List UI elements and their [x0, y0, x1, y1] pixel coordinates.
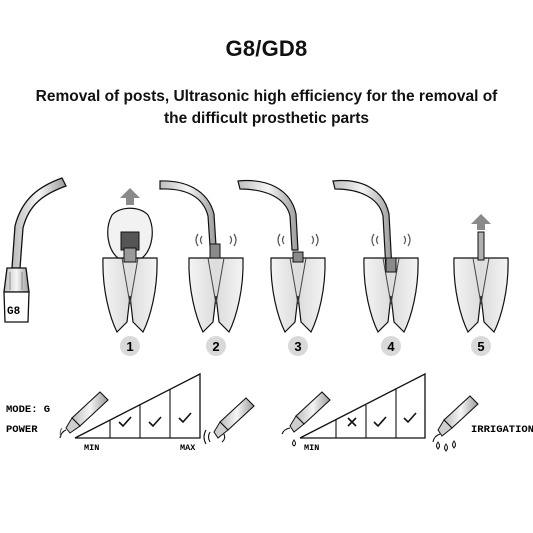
irrigation-label: IRRIGATION	[471, 424, 533, 436]
page-title: G8/GD8	[225, 36, 308, 61]
power-label: POWER	[6, 424, 38, 436]
subtitle-line-2: the difficult prosthetic parts	[164, 110, 369, 127]
irrigation-max-icon	[432, 395, 479, 452]
tip-code-label: G8	[7, 306, 21, 318]
step-1-tooth	[102, 188, 158, 334]
step-5-lift-arrow	[471, 214, 491, 230]
svg-text:1: 1	[126, 339, 133, 354]
power-level-3-check-icon	[148, 416, 162, 428]
step-badge-2: 2	[206, 336, 226, 356]
step-badge-4: 4	[381, 336, 401, 356]
handpiece-min-icon	[59, 391, 109, 439]
svg-text:4: 4	[387, 339, 395, 354]
water-drop-icon	[292, 439, 296, 447]
power-min-label: MIN	[84, 443, 99, 453]
mode-label: MODE: G	[6, 404, 50, 416]
irrigation-min-icon	[281, 391, 331, 447]
tip-illustration: G8	[3, 177, 67, 323]
power-triangle	[74, 372, 201, 439]
irrigation-triangle	[299, 372, 426, 439]
step-3-tooth	[237, 179, 326, 334]
irrigation-level-2-cross-icon	[347, 417, 357, 427]
power-level-2-check-icon	[118, 416, 132, 428]
svg-text:2: 2	[212, 339, 219, 354]
handpiece-max-icon	[203, 397, 255, 445]
irrigation-level-4-check-icon	[403, 412, 417, 424]
svg-text:5: 5	[477, 339, 484, 354]
page-subtitle: Removal of posts, Ultrasonic high effici…	[20, 86, 513, 130]
step-1-lift-arrow	[120, 188, 140, 205]
step-badge-5: 5	[471, 336, 491, 356]
power-panel: MODE: G POWER MIN MAX	[6, 372, 255, 453]
svg-text:3: 3	[294, 339, 301, 354]
irrigation-min-label: MIN	[304, 443, 319, 453]
step-badges: 1 2 3 4 5	[120, 336, 491, 356]
subtitle-line-1: Removal of posts, Ultrasonic high effici…	[35, 88, 498, 105]
step-badge-1: 1	[120, 336, 140, 356]
step-2-tooth	[159, 180, 244, 334]
irrigation-level-3-check-icon	[373, 416, 387, 428]
step-5-tooth	[453, 214, 509, 334]
step-badge-3: 3	[288, 336, 308, 356]
irrigation-panel: MIN IRRIGATION	[281, 372, 533, 453]
water-drops-icon	[436, 440, 456, 452]
power-level-4-check-icon	[178, 412, 192, 424]
step-4-tooth	[332, 179, 419, 334]
power-max-label: MAX	[180, 443, 196, 453]
